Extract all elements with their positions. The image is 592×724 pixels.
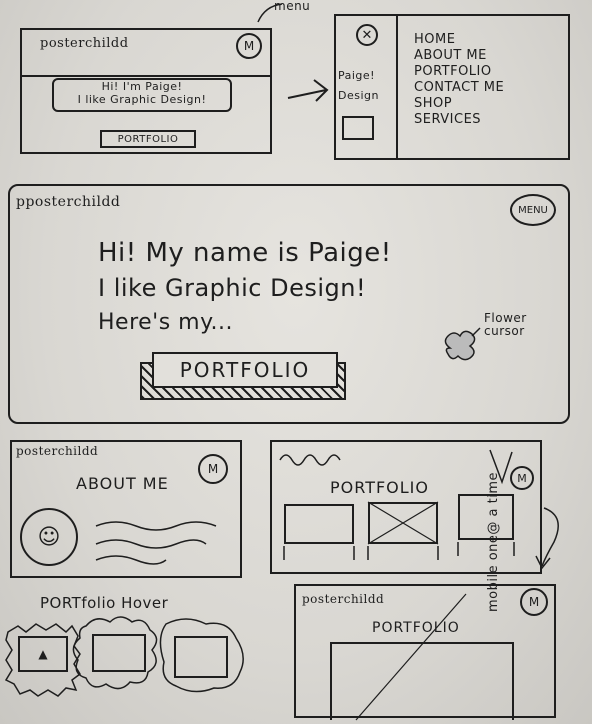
menu-side-text: Paige! Design <box>338 69 379 102</box>
menu-item-contact[interactable]: Contact Me <box>414 80 505 95</box>
hero-line-1: Hi! My name is Paige! <box>98 238 392 268</box>
portfolio-thumb-1 <box>284 504 354 544</box>
landing-sketch: posterchildd M Hi! I'm Paige! I like Gra… <box>20 28 272 154</box>
menu-badge[interactable]: M <box>236 33 262 59</box>
portfolio-title: PORTFOLIO <box>330 478 429 497</box>
arrow-right-icon <box>287 79 329 102</box>
flower-cursor-icon <box>444 327 481 361</box>
hover-cloud-outlines <box>4 616 244 697</box>
menu-side-image <box>342 116 374 140</box>
menu-item-about[interactable]: About Me <box>414 48 487 63</box>
menu-panel-sketch: ✕ Paige! Design Home About Me Portfolio … <box>334 14 570 160</box>
hero-portfolio-button[interactable]: PORTFOLIO <box>152 352 338 388</box>
about-title: ABOUT ME <box>76 474 169 493</box>
about-sketch: posterchildd M ABOUT ME ☺ <box>10 440 242 578</box>
portfolio-button[interactable]: PORTFOLIO <box>100 130 196 148</box>
greeting-line-2: I like Graphic Design! <box>77 93 207 106</box>
menu-list: Home About Me Portfolio Contact Me Shop … <box>414 32 504 128</box>
hover-title: PORTfolio Hover <box>40 594 169 612</box>
hover-thumb-3[interactable] <box>174 636 228 678</box>
portfolio-menu-badge[interactable]: M <box>510 466 534 490</box>
hero-sketch: pposterchildd MENU Hi! My name is Paige!… <box>8 184 570 424</box>
hover-thumb-1[interactable]: ▲ <box>18 636 68 672</box>
menu-item-services[interactable]: Services <box>414 112 482 127</box>
close-circle-icon[interactable]: ✕ <box>356 24 378 46</box>
thumb-cross-marks <box>283 449 515 560</box>
menu-item-shop[interactable]: Shop <box>414 96 453 111</box>
about-logo: posterchildd <box>16 444 99 458</box>
curved-arrow-icon <box>535 507 559 570</box>
hover-thumb-2[interactable] <box>92 634 146 672</box>
portfolio-thumb-2 <box>368 502 438 544</box>
hero-menu-button[interactable]: MENU <box>510 194 556 226</box>
mobile-logo: posterchildd <box>302 592 385 606</box>
menu-panel-divider <box>396 16 398 158</box>
hero-line-2: I like Graphic Design! <box>98 274 367 302</box>
logo: posterchildd <box>40 36 129 51</box>
menu-item-portfolio[interactable]: Portfolio <box>414 64 492 79</box>
menu-pointer-line <box>257 3 283 23</box>
mobile-image-cross <box>355 593 467 721</box>
portfolio-thumb-3 <box>458 494 514 540</box>
flower-cursor-note: Flower cursor <box>484 311 527 338</box>
about-menu-badge[interactable]: M <box>198 454 228 484</box>
menu-item-home[interactable]: Home <box>414 32 456 47</box>
portfolio-grid-sketch: M PORTFOLIO <box>270 440 542 574</box>
greeting-line-1: Hi! I'm Paige! <box>101 80 183 93</box>
text-placeholder-lines <box>95 521 217 565</box>
wavy-logo-icon <box>279 454 341 466</box>
mobile-menu-badge[interactable]: M <box>520 588 548 616</box>
hero-logo: pposterchildd <box>16 194 121 210</box>
header-divider <box>22 75 270 77</box>
mobile-portfolio-sketch: posterchildd M PORTFOLIO <box>294 584 556 721</box>
greeting-box: Hi! I'm Paige! I like Graphic Design! <box>52 78 232 112</box>
mobile-portfolio-image <box>330 642 514 720</box>
hero-line-3: Here's my... <box>98 310 233 335</box>
mobile-title: PORTFOLIO <box>372 620 460 636</box>
avatar: ☺ <box>20 508 78 566</box>
menu-note: menu <box>274 0 311 13</box>
